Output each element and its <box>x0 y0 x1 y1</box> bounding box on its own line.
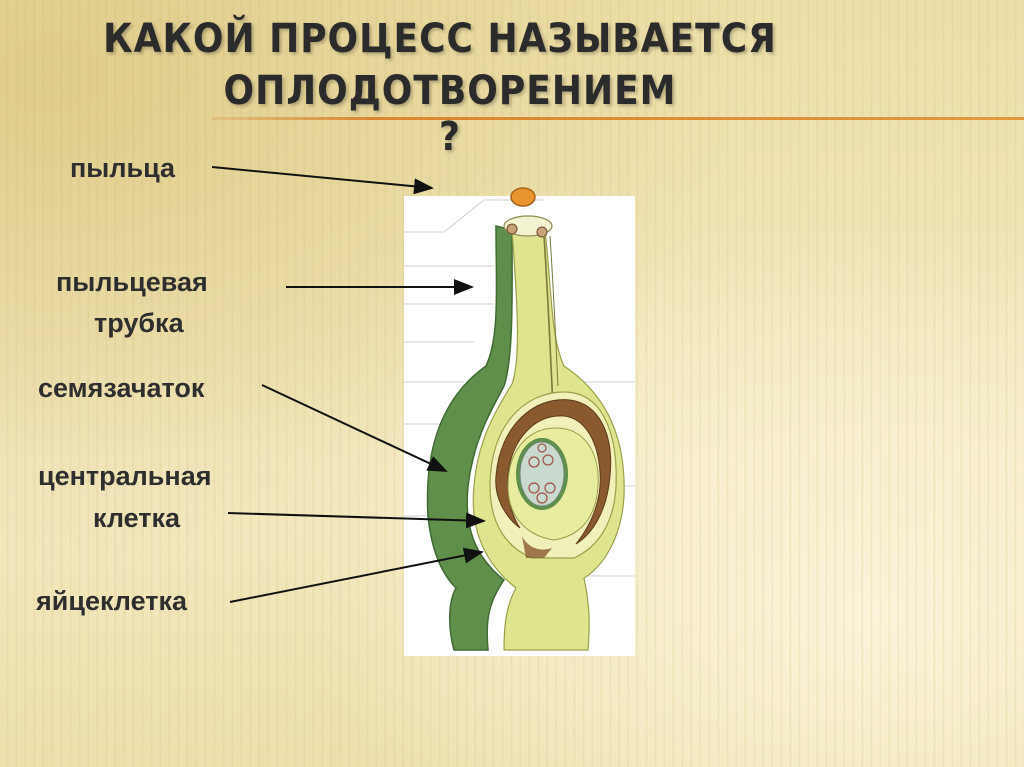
pollen-grain <box>511 188 535 206</box>
arrow-central-cell <box>228 513 484 521</box>
arrow-ovule <box>262 385 446 471</box>
arrow-egg-cell <box>230 552 482 602</box>
arrow-pollen <box>212 167 432 188</box>
